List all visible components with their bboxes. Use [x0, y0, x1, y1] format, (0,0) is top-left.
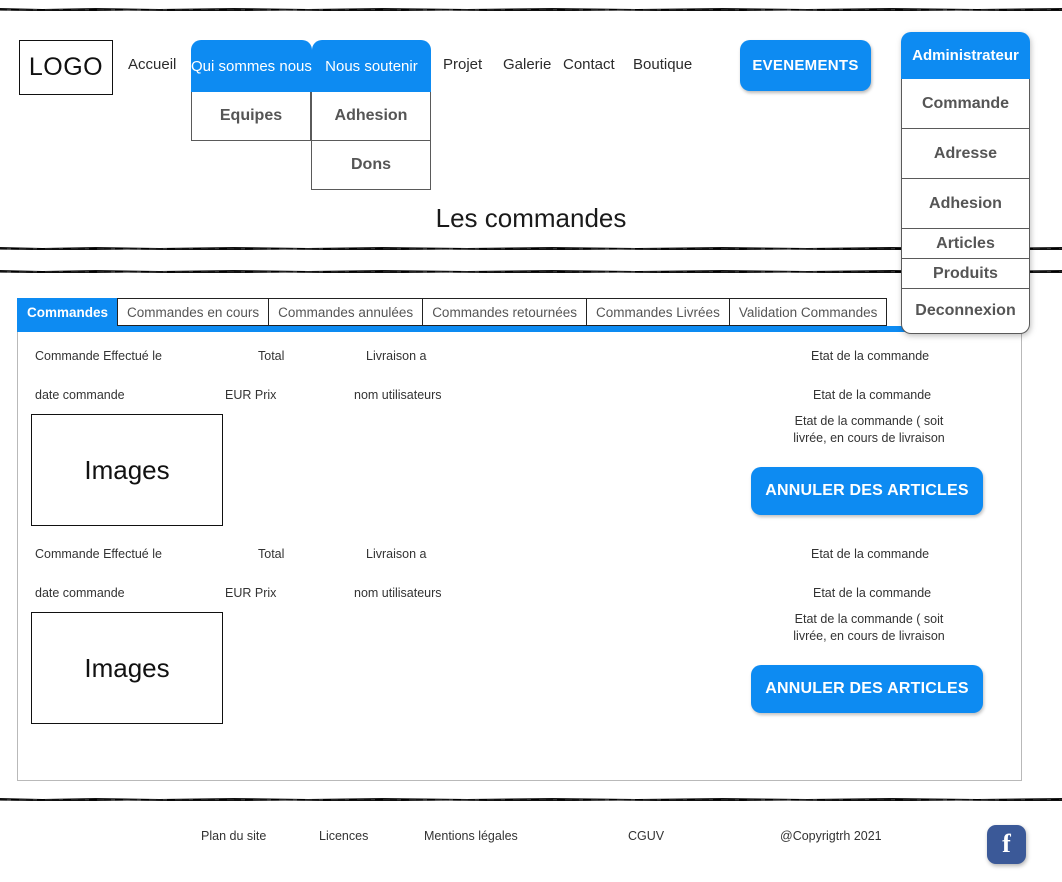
order-date-header: Commande Effectué le [35, 349, 162, 363]
order-total-value: EUR Prix [225, 586, 277, 600]
footer-copyright: @Copyrigtrh 2021 [780, 829, 882, 843]
dropdown-item-dons[interactable]: Dons [311, 141, 431, 190]
administrateur-menu: Administrateur Commande Adresse Adhesion… [901, 32, 1030, 334]
tab-commandes-annulees[interactable]: Commandes annulées [268, 298, 424, 326]
admin-item-adhesion[interactable]: Adhesion [901, 179, 1030, 229]
nav-dropdowns: Qui sommes nous Nous soutenir Equipes Ad… [191, 40, 431, 190]
dropdown-qui-sommes-nous: Equipes [191, 92, 311, 141]
top-divider [0, 8, 1062, 11]
footer-divider [0, 798, 1062, 801]
dropdown-headers: Qui sommes nous Nous soutenir [191, 40, 431, 92]
nav-item-accueil[interactable]: Accueil [128, 56, 177, 73]
footer-link-plan-du-site[interactable]: Plan du site [201, 829, 267, 843]
logo-text: LOGO [28, 53, 104, 81]
nav-item-boutique[interactable]: Boutique [633, 56, 693, 73]
tab-commandes-livrees[interactable]: Commandes Livrées [586, 298, 730, 326]
header-divider [0, 247, 1062, 250]
order-etat-header: Etat de la commande [811, 547, 930, 561]
order-livraison-value: nom utilisateurs [354, 388, 442, 402]
order-etat-header: Etat de la commande [811, 349, 930, 363]
admin-item-articles[interactable]: Articles [901, 229, 1030, 259]
order-total-header: Total [258, 547, 285, 561]
facebook-glyph: f [1002, 828, 1011, 858]
order-total-value: EUR Prix [225, 388, 277, 402]
nav-item-nous-soutenir[interactable]: Nous soutenir [311, 40, 431, 92]
nav-item-qui-sommes-nous[interactable]: Qui sommes nous [191, 40, 312, 92]
content-top-divider [0, 270, 1062, 273]
order-image-placeholder: Images [31, 414, 223, 526]
administrateur-menu-title[interactable]: Administrateur [901, 32, 1030, 79]
admin-item-produits[interactable]: Produits [901, 259, 1030, 289]
order-livraison-value: nom utilisateurs [354, 586, 442, 600]
order-etat-value: Etat de la commande [813, 388, 932, 402]
admin-item-deconnexion[interactable]: Deconnexion [901, 289, 1030, 334]
order-image-placeholder: Images [31, 612, 223, 724]
annuler-des-articles-button[interactable]: ANNULER DES ARTICLES [751, 665, 983, 713]
nav-item-projet[interactable]: Projet [443, 56, 483, 73]
tab-validation-commandes[interactable]: Validation Commandes [728, 298, 888, 326]
evenements-button[interactable]: EVENEMENTS [740, 40, 871, 91]
dropdown-nous-soutenir: Adhesion Dons [311, 92, 431, 190]
orders-list: Commande Effectué le date commande Total… [17, 332, 1022, 781]
order-livraison-header: Livraison a [366, 547, 427, 561]
tab-commandes-retournees[interactable]: Commandes retournées [422, 298, 588, 326]
tab-bar: Commandes Commandes en cours Commandes a… [17, 298, 1022, 332]
order-row: Commande Effectué le date commande Total… [18, 530, 1021, 728]
order-etat-note: Etat de la commande ( soit livrée, en co… [793, 612, 945, 643]
order-row: Commande Effectué le date commande Total… [18, 332, 1021, 530]
order-total-header: Total [258, 349, 285, 363]
page-title: Les commandes [435, 203, 627, 233]
tab-underline [17, 326, 1022, 332]
order-etat-value: Etat de la commande [813, 586, 932, 600]
logo[interactable]: LOGO [19, 40, 113, 95]
commandes-panel: Commandes Commandes en cours Commandes a… [17, 298, 1022, 781]
footer: Plan du site Licences Mentions légales C… [0, 808, 1062, 882]
nav-item-galerie[interactable]: Galerie [503, 56, 552, 73]
annuler-des-articles-button[interactable]: ANNULER DES ARTICLES [751, 467, 983, 515]
admin-item-commande[interactable]: Commande [901, 79, 1030, 129]
facebook-icon[interactable]: f [987, 825, 1026, 864]
dropdown-columns: Equipes Adhesion Dons [191, 92, 431, 190]
footer-link-cguv[interactable]: CGUV [628, 829, 665, 843]
tab-commandes[interactable]: Commandes [17, 298, 119, 326]
dropdown-item-equipes[interactable]: Equipes [191, 92, 311, 141]
tab-commandes-en-cours[interactable]: Commandes en cours [117, 298, 270, 326]
order-livraison-header: Livraison a [366, 349, 427, 363]
order-image-label: Images [84, 652, 170, 683]
order-date-header: Commande Effectué le [35, 547, 162, 561]
footer-link-mentions-legales[interactable]: Mentions légales [424, 829, 518, 843]
order-image-label: Images [84, 454, 170, 485]
footer-link-licences[interactable]: Licences [319, 829, 369, 843]
order-date-value: date commande [35, 388, 125, 402]
order-etat-note: Etat de la commande ( soit livrée, en co… [793, 414, 945, 445]
order-date-value: date commande [35, 586, 125, 600]
dropdown-item-adhesion[interactable]: Adhesion [311, 92, 431, 141]
nav-item-contact[interactable]: Contact [563, 56, 615, 73]
admin-item-adresse[interactable]: Adresse [901, 129, 1030, 179]
